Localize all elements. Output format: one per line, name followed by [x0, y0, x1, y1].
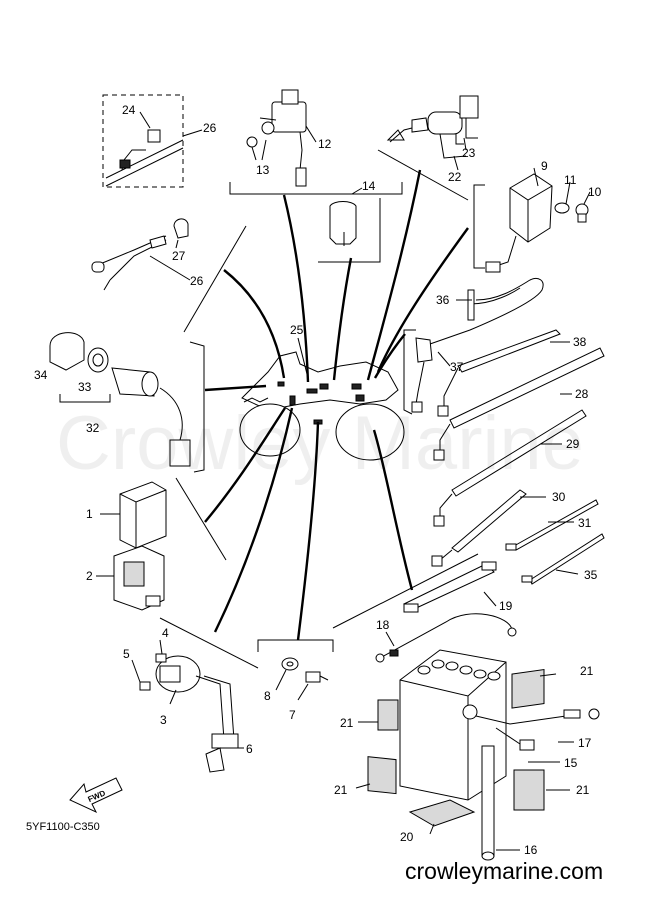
callout-leaders — [96, 137, 591, 851]
callout-25: 27 — [172, 249, 186, 263]
callout-24: 26 — [190, 274, 204, 288]
callout-28: 28 — [575, 387, 589, 401]
solenoid-relay — [139, 653, 239, 773]
region-brackets — [159, 149, 485, 669]
rectifier-unit — [113, 481, 167, 611]
dashed-detail-box — [102, 94, 203, 188]
callout-21-right: 21 — [580, 664, 594, 678]
site-url: crowleymarine.com — [405, 858, 604, 884]
fwd-arrow-icon — [69, 777, 123, 814]
callout-8: 8 — [264, 689, 271, 703]
callout-37: 36 — [436, 293, 450, 307]
harness-leader-lines — [204, 169, 469, 641]
callout-2: 2 — [86, 569, 93, 583]
battery-caps — [417, 659, 501, 681]
ignition-coil — [386, 95, 479, 159]
watermark: Crowley Marine — [56, 401, 584, 486]
cable-assembly — [411, 277, 544, 413]
callout-30: 30 — [552, 490, 566, 504]
battery-band — [375, 561, 517, 663]
cable-ties — [431, 329, 605, 585]
callout-33: 33 — [78, 380, 92, 394]
callout-7: 7 — [289, 708, 296, 722]
callout-29: 29 — [566, 437, 580, 451]
callout-1: 1 — [86, 507, 93, 521]
callout-labels: 24 26 12 13 23 22 14 9 11 10 27 26 36 25… — [34, 103, 602, 857]
callout-21-bottom-right: 21 — [576, 783, 590, 797]
callout-34: 34 — [34, 368, 48, 382]
callout-10: 10 — [588, 185, 602, 199]
callout-21-bottom-left: 21 — [334, 783, 348, 797]
callout-22: 22 — [448, 170, 462, 184]
callout-19: 19 — [499, 599, 513, 613]
callout-35: 35 — [584, 568, 598, 582]
callout-6: 6 — [246, 742, 253, 756]
starter-relay — [246, 89, 317, 187]
callout-14: 14 — [362, 179, 376, 193]
lead-wire — [91, 218, 189, 291]
callout-9: 9 — [541, 159, 548, 173]
callout-32: 32 — [86, 421, 100, 435]
callout-26-top: 26 — [203, 121, 217, 135]
main-switch — [49, 332, 191, 467]
callout-5: 5 — [123, 647, 130, 661]
callout-17: 17 — [578, 736, 592, 750]
callout-13: 13 — [256, 163, 270, 177]
callout-27: 24 — [122, 103, 136, 117]
callout-20: 20 — [400, 830, 414, 844]
callout-3: 3 — [160, 713, 167, 727]
callout-12: 12 — [318, 137, 332, 151]
callout-21-left: 21 — [340, 716, 354, 730]
callout-36: 37 — [450, 360, 464, 374]
diagram-code: 5YF1100-C350 — [26, 821, 100, 833]
callout-18: 18 — [376, 618, 390, 632]
callout-4: 4 — [162, 626, 169, 640]
protective-cap — [329, 187, 363, 246]
callout-31: 31 — [578, 516, 592, 530]
callout-15: 15 — [564, 756, 578, 770]
callout-23: 23 — [462, 146, 476, 160]
battery — [399, 649, 600, 861]
cdi-unit — [485, 173, 589, 273]
battery-pads — [367, 668, 545, 827]
callout-11: 11 — [564, 173, 577, 187]
callout-26-center: 25 — [290, 323, 304, 337]
callout-16: 16 — [524, 843, 538, 857]
sensor-and-washer — [281, 657, 329, 683]
callout-38: 38 — [573, 335, 587, 349]
